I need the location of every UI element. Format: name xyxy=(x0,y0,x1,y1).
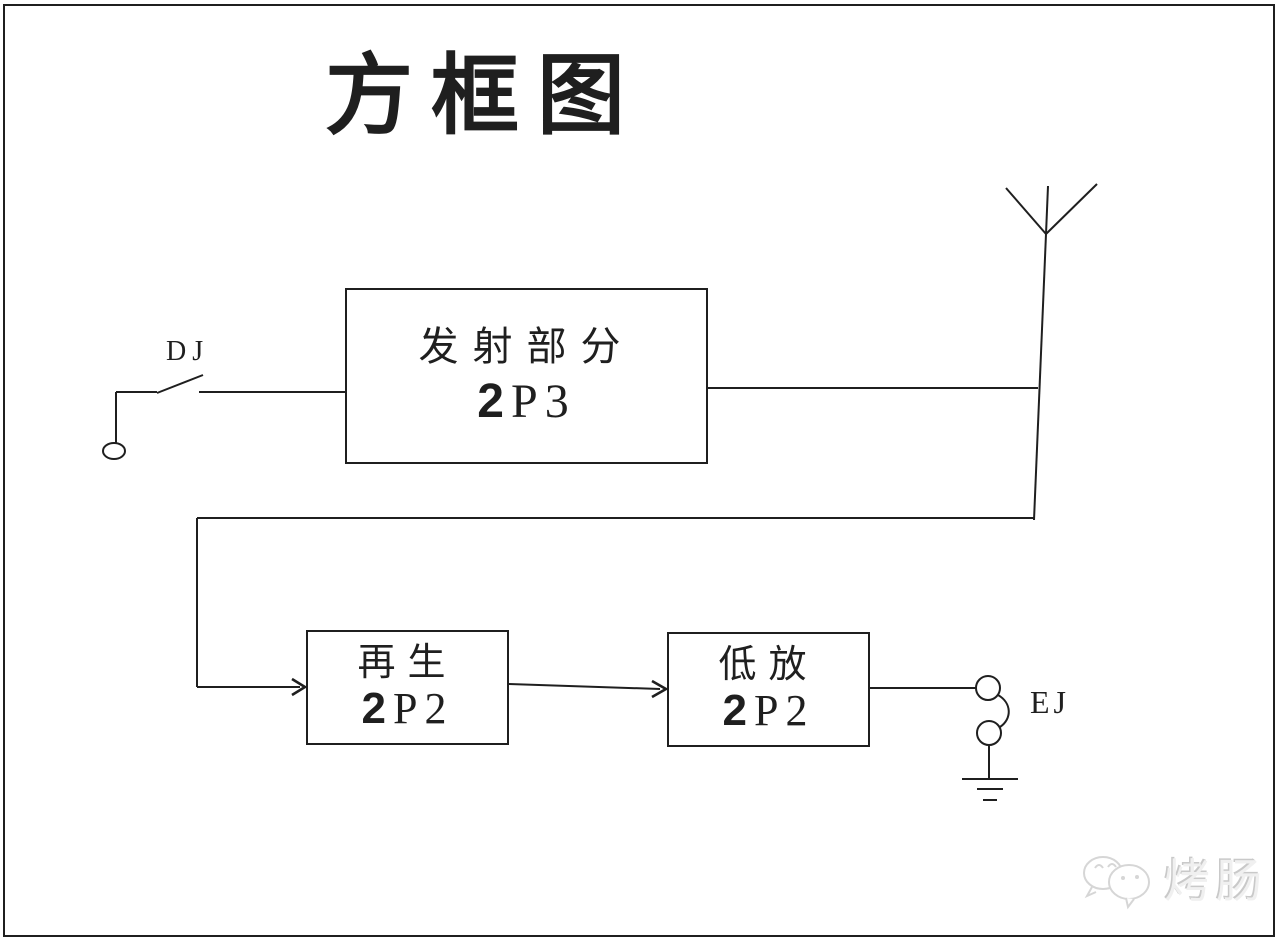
block-transmitter-code: 2P3 xyxy=(477,374,576,428)
block-lowamp-name: 低放 xyxy=(718,643,819,686)
block-regeneration-code-bold: 2 xyxy=(361,684,393,734)
earjack-label: EJ xyxy=(1030,684,1070,720)
watermark: 烤肠 xyxy=(1080,845,1268,911)
wechat-icon xyxy=(1083,856,1150,910)
earphone-jack-icon xyxy=(975,675,1010,746)
page-title: 方框图 xyxy=(325,49,644,146)
block-regeneration-code: 2P2 xyxy=(362,686,454,732)
block-transmitter-code-rest: P3 xyxy=(511,374,576,428)
block-lowamp: 低放 2P2 xyxy=(667,632,870,747)
block-lowamp-code-rest: P2 xyxy=(754,686,815,736)
switch-label: DJ xyxy=(166,336,210,367)
block-lowamp-code-bold: 2 xyxy=(722,686,754,736)
block-regeneration-code-rest: P2 xyxy=(393,684,454,734)
block-transmitter-name: 发射部分 xyxy=(418,323,635,369)
wire-regeneration-to-lowamp xyxy=(508,679,669,699)
block-lowamp-code: 2P2 xyxy=(723,688,815,734)
ground-icon xyxy=(962,745,1018,801)
watermark-text: 烤肠 xyxy=(1164,856,1268,907)
block-regeneration-name: 再生 xyxy=(357,641,458,684)
wire-antenna-to-regeneration xyxy=(196,517,1035,697)
antenna-icon xyxy=(1005,183,1098,521)
block-regeneration: 再生 2P2 xyxy=(306,630,509,745)
switch-icon xyxy=(102,374,204,460)
block-transmitter-code-bold: 2 xyxy=(477,374,511,428)
block-transmitter: 发射部分 2P3 xyxy=(345,288,708,464)
